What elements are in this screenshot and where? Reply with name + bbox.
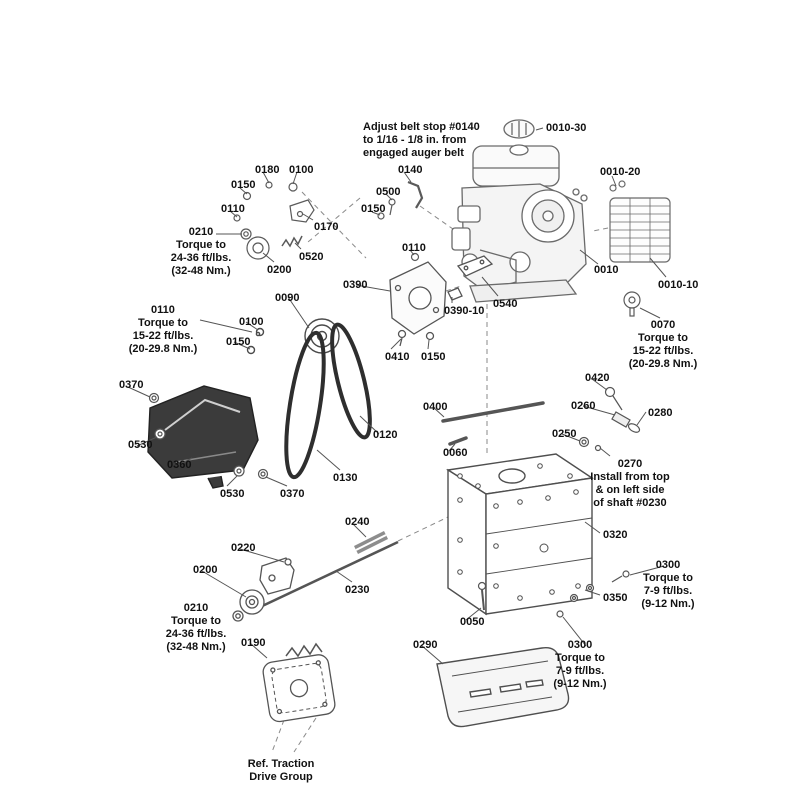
engine-base bbox=[469, 279, 578, 303]
frame-box-0320 bbox=[446, 453, 594, 616]
bolt-0300 bbox=[556, 610, 564, 618]
muffler-bolt bbox=[609, 184, 617, 192]
bolt-0110 bbox=[255, 331, 261, 337]
jackshaft-cluster bbox=[232, 530, 399, 658]
belt-stop-hardware bbox=[377, 198, 420, 262]
engine-bracket-0390 bbox=[389, 255, 494, 347]
eye-bolt-0420 bbox=[604, 386, 616, 398]
nut-0100 bbox=[288, 182, 298, 192]
washer-0150 bbox=[246, 345, 256, 355]
traction-plate-0190 bbox=[262, 654, 336, 723]
rods bbox=[441, 401, 545, 446]
clip-0280 bbox=[627, 423, 641, 433]
bolt-0110 bbox=[233, 214, 241, 222]
cover-washers bbox=[148, 392, 269, 480]
pin-0060 bbox=[448, 436, 468, 446]
spring-0520 bbox=[281, 235, 303, 248]
belts bbox=[284, 322, 372, 480]
spacer-0260 bbox=[611, 411, 631, 428]
bracket bbox=[259, 557, 295, 595]
bolt-0110 bbox=[410, 252, 420, 262]
shaft-0230 bbox=[257, 540, 399, 610]
bottom-pan-0290 bbox=[436, 647, 570, 728]
washer-0150 bbox=[377, 212, 385, 220]
washer-0150 bbox=[425, 331, 435, 341]
washer-0150 bbox=[242, 191, 252, 201]
bolt-0410 bbox=[397, 329, 407, 339]
fuel-cap-icon bbox=[503, 119, 535, 139]
rod-0400 bbox=[441, 401, 545, 423]
bolt-0300 bbox=[622, 570, 630, 578]
right-hardware bbox=[477, 386, 641, 618]
belt-stop-rod bbox=[407, 180, 424, 209]
muffler-heat-box bbox=[609, 180, 671, 263]
muffler-bolt bbox=[618, 180, 626, 188]
flange-bolt-0070 bbox=[623, 291, 641, 317]
bolt-0220 bbox=[284, 558, 292, 566]
pin-0270 bbox=[594, 444, 602, 452]
engine-pulley bbox=[246, 318, 340, 355]
drive-belt-0130 bbox=[284, 330, 326, 480]
spring bbox=[285, 642, 323, 658]
bolt-0050 bbox=[477, 581, 487, 591]
engine-assembly bbox=[451, 119, 588, 303]
auger-belt-0120 bbox=[330, 322, 372, 440]
leader-lines bbox=[127, 127, 667, 665]
belt-cover-0360 bbox=[147, 385, 259, 489]
